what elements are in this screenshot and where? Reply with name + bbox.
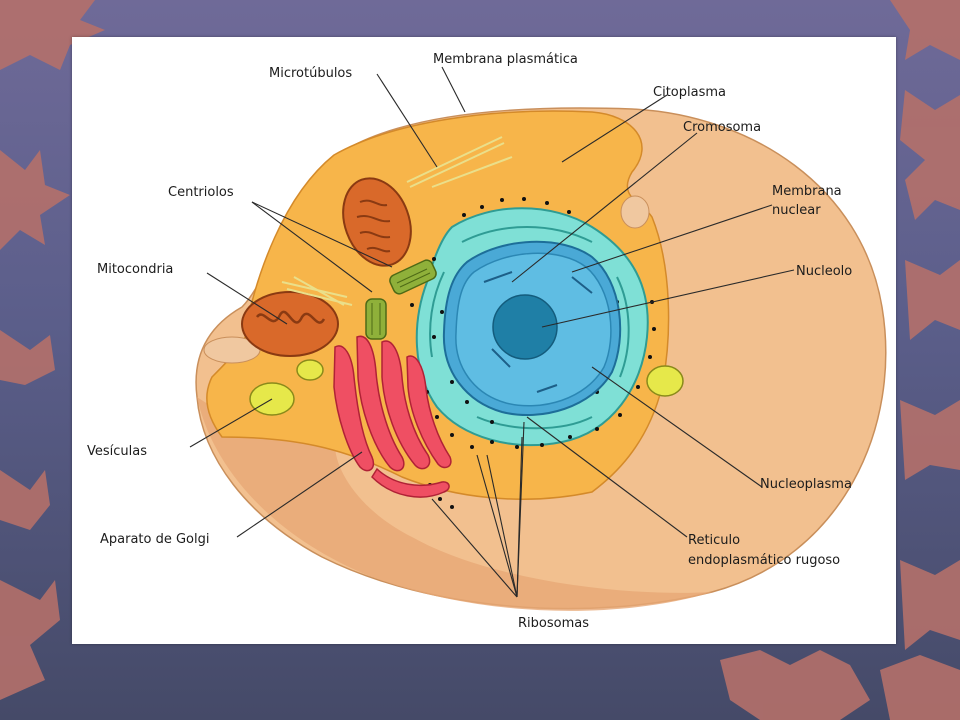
label-membrana-plasmatica: Membrana plasmática: [433, 52, 578, 67]
diagram-card: Microtúbulos Membrana plasmática Citopla…: [72, 37, 896, 644]
leaf-decoration: [0, 580, 60, 700]
leaf-decoration: [0, 150, 70, 250]
golgi-apparatus: [333, 335, 452, 498]
label-citoplasma: Citoplasma: [653, 85, 726, 100]
label-reticulo-1: Reticulo: [688, 533, 740, 548]
mitochondrion-top: [342, 177, 412, 267]
vesicle: [646, 365, 684, 397]
leaf-decoration: [0, 470, 50, 530]
leaf-decoration: [720, 650, 870, 720]
leader-lines: [189, 66, 795, 598]
label-reticulo-2: endoplasmático rugoso: [688, 553, 840, 568]
label-ribosomas: Ribosomas: [518, 616, 589, 631]
cell-lower-shade: [197, 397, 712, 611]
label-microtubulos: Microtúbulos: [269, 66, 352, 81]
microtubules: [281, 136, 513, 306]
leaf-decoration: [0, 0, 105, 70]
leaf-decoration: [900, 90, 960, 220]
leaf-decoration: [900, 560, 960, 650]
nucleolus: [492, 294, 558, 360]
label-aparato-golgi: Aparato de Golgi: [100, 532, 210, 547]
label-cromosoma: Cromosoma: [683, 120, 761, 135]
centriole-lower: [365, 298, 387, 340]
membrane-notch: [620, 195, 650, 229]
leaf-decoration: [900, 400, 960, 480]
label-nucleolo: Nucleolo: [796, 264, 852, 279]
leaf-decoration: [905, 260, 960, 340]
chromosome-strand: [483, 271, 593, 393]
label-mitocondria: Mitocondria: [97, 262, 173, 277]
label-membrana-nuclear-2: nuclear: [772, 203, 821, 218]
label-nucleoplasma: Nucleoplasma: [760, 477, 852, 492]
leaf-decoration: [880, 655, 960, 720]
rough-er-folds: [429, 226, 630, 430]
leaf-decoration: [890, 0, 960, 60]
mitochondrion-left: [241, 291, 339, 357]
centriole-upper: [389, 259, 437, 295]
label-centriolos: Centriolos: [168, 185, 234, 200]
leaf-decoration: [0, 330, 55, 385]
label-vesiculas: Vesículas: [87, 444, 147, 459]
vesicle: [296, 359, 324, 381]
label-membrana-nuclear-1: Membrana: [772, 184, 842, 199]
cell-diagram: Microtúbulos Membrana plasmática Citopla…: [87, 52, 887, 631]
